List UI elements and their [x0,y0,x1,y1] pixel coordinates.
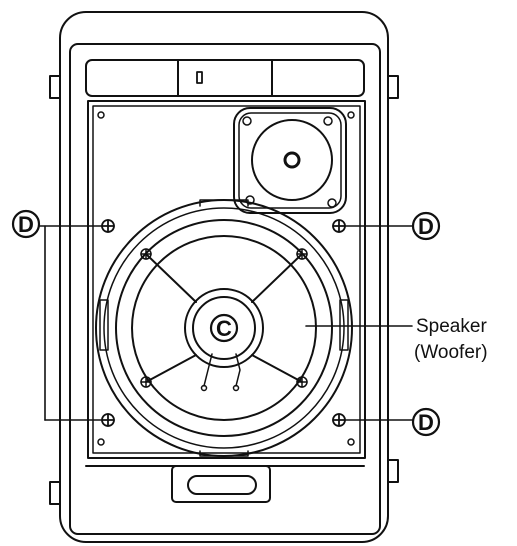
cabinet-outer [59,11,389,543]
corner-screw-br [347,438,355,446]
hinge-left-bottom [49,481,61,505]
woofer-cap-inner [192,296,256,360]
callout-d-right-top: D [418,214,434,239]
cabinet-inner [69,43,381,535]
speaker-label-line1: Speaker [416,316,487,337]
callout-d-right-bottom-circle [411,407,441,437]
tweeter-dome [283,151,301,169]
woofer-screws [140,248,308,388]
corner-screw-tr [347,111,355,119]
callout-d-right-bottom: D [418,410,434,435]
woofer-cone [131,235,317,421]
speaker-label-line2: (Woofer) [414,342,488,363]
woofer [95,199,353,457]
callout-d-left: D [18,212,34,237]
callout-c-circle [209,313,239,343]
callout-d-right-top-circle [411,211,441,241]
bottom-port [187,475,257,495]
woofer-cap-outer [184,288,264,368]
top-indicator [196,71,203,84]
tweeter [233,107,347,214]
callout-c-center: C [216,316,232,341]
callout-d-left-circle [11,209,41,239]
corner-screw-tl [97,111,105,119]
baffle-outer [87,100,366,459]
corner-screw-bl [97,438,105,446]
woofer-surround [115,219,333,437]
baffle-inner [92,105,361,454]
hinge-right-bottom [387,459,399,483]
hinge-left-top [49,75,61,99]
hinge-right-top [387,75,399,99]
bottom-port-outer [171,465,271,503]
top-strip [85,59,365,97]
callout-lines [39,225,413,421]
